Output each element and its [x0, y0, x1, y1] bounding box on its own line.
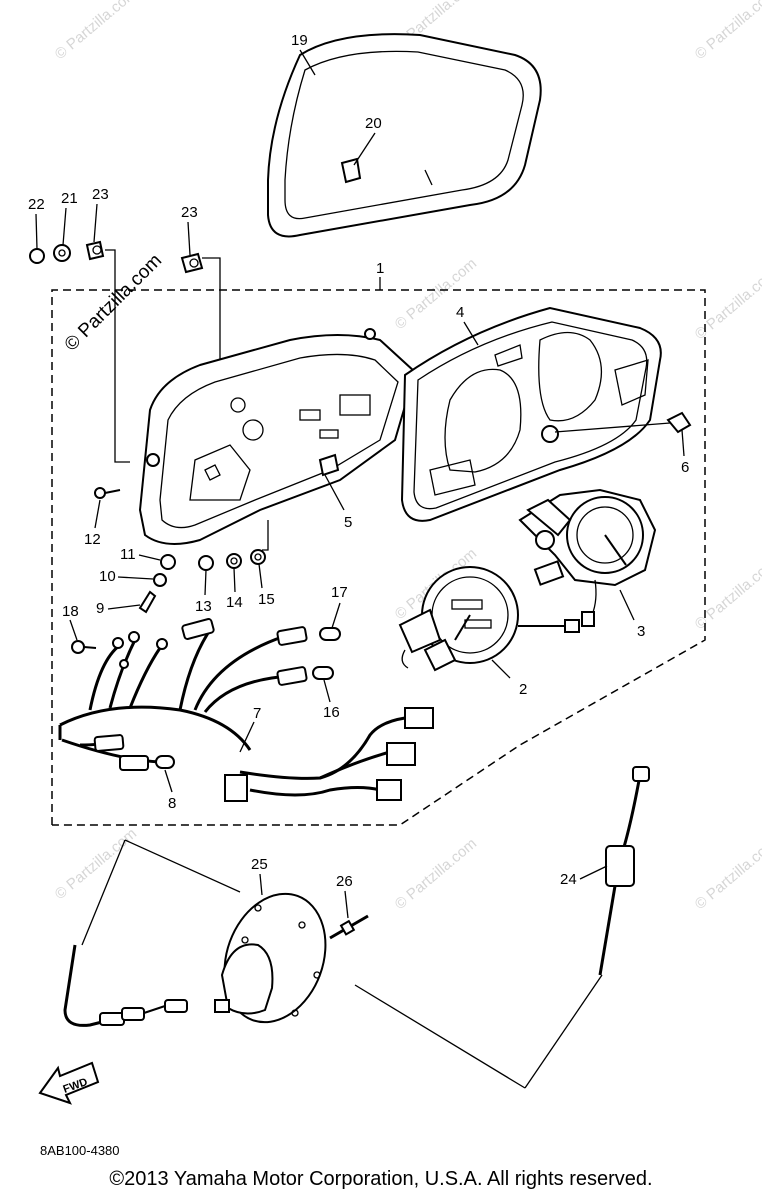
callout-label: 16: [323, 704, 340, 721]
callout-label: 4: [456, 304, 464, 321]
catalog-code: 8AB100-4380: [40, 1143, 120, 1158]
watermark: © Partzilla.com: [692, 265, 762, 343]
watermark: © Partzilla.com: [692, 0, 762, 63]
callout-label: 8: [168, 795, 176, 812]
callout-label: 23: [92, 186, 109, 203]
callout-label: 5: [344, 514, 352, 531]
callout-label: 11: [120, 546, 136, 563]
fwd-arrow-icon: FWD: [38, 1061, 100, 1105]
speedometer-part: [398, 566, 580, 672]
callout-label: 22: [28, 196, 45, 213]
speedometer-cable-part: [598, 766, 650, 976]
callout-label: 14: [226, 594, 243, 611]
callout-label: 24: [560, 871, 577, 888]
watermark: © Partzilla.com: [692, 555, 762, 633]
callout-label: 12: [84, 531, 101, 548]
callout-label: 20: [365, 115, 382, 132]
callout-label: 7: [253, 705, 261, 722]
watermark: © Partzilla.com: [392, 835, 480, 913]
meter-case-part: [138, 328, 417, 545]
callout-label: 26: [336, 873, 353, 890]
callout-label: 1: [376, 260, 384, 277]
callout-label: 18: [62, 603, 79, 620]
watermark: © Partzilla.com: [52, 825, 140, 903]
leader-line: [105, 249, 130, 463]
callout-label: 15: [258, 591, 275, 608]
callout-label: 19: [291, 32, 308, 49]
rubber-piece-part: [340, 157, 362, 184]
wire-harness-part: [58, 618, 434, 802]
callout-label: 13: [195, 598, 212, 615]
watermark: © Partzilla.com: [692, 835, 762, 913]
leader-line: [202, 257, 221, 385]
callout-label: 9: [96, 600, 104, 617]
watermark-main: © Partzilla.com: [61, 250, 166, 355]
lens-frame-part: [267, 33, 542, 238]
lower-cable-part: [63, 944, 188, 1027]
callout-label: 10: [99, 568, 116, 585]
pin-part: [329, 914, 369, 940]
leader-line: [262, 520, 269, 551]
watermark: © Partzilla.com: [52, 0, 140, 63]
bulb-socket-part: [666, 411, 692, 434]
speedo-gear-part: [214, 892, 327, 1024]
assembly-boundary: [51, 289, 706, 826]
grommet-part: [29, 240, 204, 274]
callout-label: 2: [519, 681, 527, 698]
watermark: © Partzilla.com: [392, 255, 480, 333]
callout-label: 17: [331, 584, 348, 601]
tachometer-part: [518, 488, 657, 627]
callout-label: 21: [61, 190, 78, 207]
callout-label: 6: [681, 459, 689, 476]
callout-label: 25: [251, 856, 268, 873]
callout-label: 23: [181, 204, 198, 221]
bulbs: [155, 627, 341, 769]
meter-panel-part: [400, 306, 662, 522]
copyright-notice: ©2013 Yamaha Motor Corporation, U.S.A. A…: [109, 1168, 653, 1190]
callout-label: 3: [637, 623, 645, 640]
callouts: 1 2 3 4 5 6 7 8 9 10 11 12 13 14 15 16 1…: [28, 32, 689, 919]
